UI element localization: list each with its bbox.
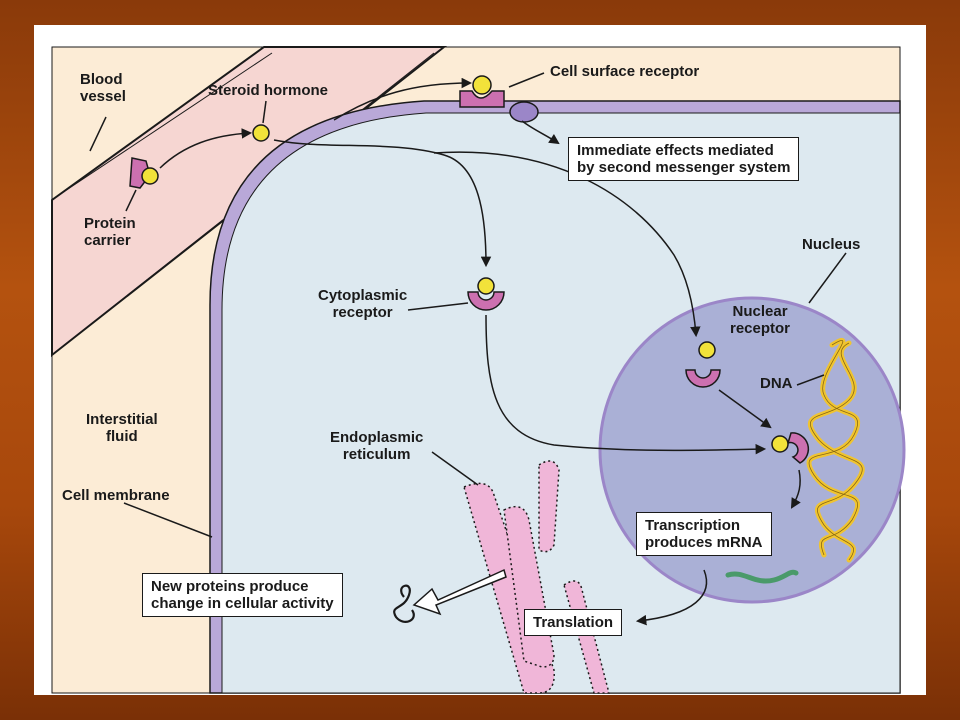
- arrow-to-immediate: [521, 120, 560, 145]
- label-protein-carrier: Protein carrier: [84, 215, 136, 249]
- label-cytoplasmic-receptor: Cytoplasmic receptor: [318, 287, 407, 321]
- mrna: [725, 569, 799, 584]
- hormone-cytoplasmic: [477, 277, 495, 295]
- diagram-frame: Blood vessel Steroid hormone Protein car…: [34, 25, 926, 695]
- cell-surface-receptor: [459, 90, 505, 108]
- steroid-hormone: [252, 124, 270, 142]
- leader-protein-carrier: [125, 189, 137, 212]
- arrow-complex-to-transcription: [790, 469, 801, 509]
- leader-dna: [796, 374, 825, 386]
- box-new-proteins: New proteins produce change in cellular …: [142, 573, 343, 617]
- leader-cell-membrane: [123, 502, 213, 538]
- receptor-complex: [786, 432, 810, 464]
- arrow-to-cytoplasmic: [273, 139, 492, 268]
- label-dna: DNA: [760, 375, 793, 392]
- label-cell-surface-receptor: Cell surface receptor: [550, 63, 700, 80]
- box-transcription-line1: Transcription: [645, 517, 741, 534]
- box-new-proteins-line1: New proteins produce: [151, 578, 309, 595]
- leader-cytoplasmic: [407, 302, 469, 311]
- label-nucleus: Nucleus: [802, 236, 861, 253]
- box-new-proteins-line2: change in cellular activity: [151, 595, 334, 612]
- leader-er: [431, 451, 479, 486]
- label-cell-membrane: Cell membrane: [62, 487, 170, 504]
- label-steroid-hormone: Steroid hormone: [208, 82, 329, 99]
- hormone-nuclear: [698, 341, 716, 359]
- label-blood-vessel-line1: Blood: [80, 71, 123, 88]
- box-transcription-line2: produces mRNA: [645, 534, 763, 551]
- arrow-carrier-to-free: [159, 128, 253, 169]
- label-interstitial-line2: fluid: [106, 428, 138, 445]
- hormone-at-surface: [472, 75, 492, 95]
- nuclear-receptor: [685, 369, 721, 388]
- box-transcription: Transcription produces mRNA: [636, 512, 772, 556]
- leader-cell-surface: [508, 72, 545, 88]
- dna-outline-2: [810, 342, 863, 561]
- label-protein-carrier-line1: Protein: [84, 215, 136, 232]
- label-er-line1: Endoplasmic: [330, 429, 424, 446]
- label-nuclear-receptor: Nuclear receptor: [730, 303, 790, 337]
- box-immediate-line2: by second messenger system: [577, 159, 791, 176]
- label-protein-carrier-line2: carrier: [84, 232, 131, 249]
- arrow-to-translation: [635, 569, 708, 626]
- label-interstitial-line1: Interstitial: [86, 411, 158, 428]
- label-cytoplasmic-line2: receptor: [332, 304, 393, 321]
- label-cytoplasmic-line1: Cytoplasmic: [318, 287, 408, 304]
- arrow-to-surface: [333, 77, 473, 121]
- label-nuclear-line2: receptor: [730, 320, 791, 337]
- label-blood-vessel: Blood vessel: [80, 71, 126, 105]
- dna-outline-1: [808, 339, 859, 556]
- leader-blood-vessel: [89, 116, 107, 152]
- arrow-nuclear-to-complex: [718, 389, 772, 429]
- label-blood-vessel-line2: vessel: [80, 88, 126, 105]
- hormone-complex: [771, 435, 789, 453]
- second-messenger-protein: [509, 101, 539, 123]
- label-er-line2: reticulum: [342, 446, 411, 463]
- arrow-new-proteins: [412, 568, 507, 616]
- arrow-cyto-to-complex: [485, 314, 767, 455]
- arrow-to-nucleus: [433, 151, 701, 338]
- leader-steroid: [262, 100, 267, 124]
- label-endoplasmic-reticulum: Endoplasmic reticulum: [330, 429, 423, 463]
- er-tube-3: [538, 460, 560, 553]
- blood-vessel-inner-wall-1: [61, 52, 273, 194]
- new-protein-squiggle: [393, 584, 415, 623]
- leader-nucleus: [808, 252, 847, 304]
- hormone-on-carrier: [141, 167, 159, 185]
- label-interstitial-fluid: Interstitial fluid: [86, 411, 158, 445]
- box-immediate-line1: Immediate effects mediated: [577, 142, 774, 159]
- cytoplasmic-receptor: [467, 291, 505, 311]
- box-immediate-effects: Immediate effects mediated by second mes…: [568, 137, 800, 181]
- box-translation: Translation: [524, 609, 623, 636]
- label-nuclear-line1: Nuclear: [732, 303, 788, 320]
